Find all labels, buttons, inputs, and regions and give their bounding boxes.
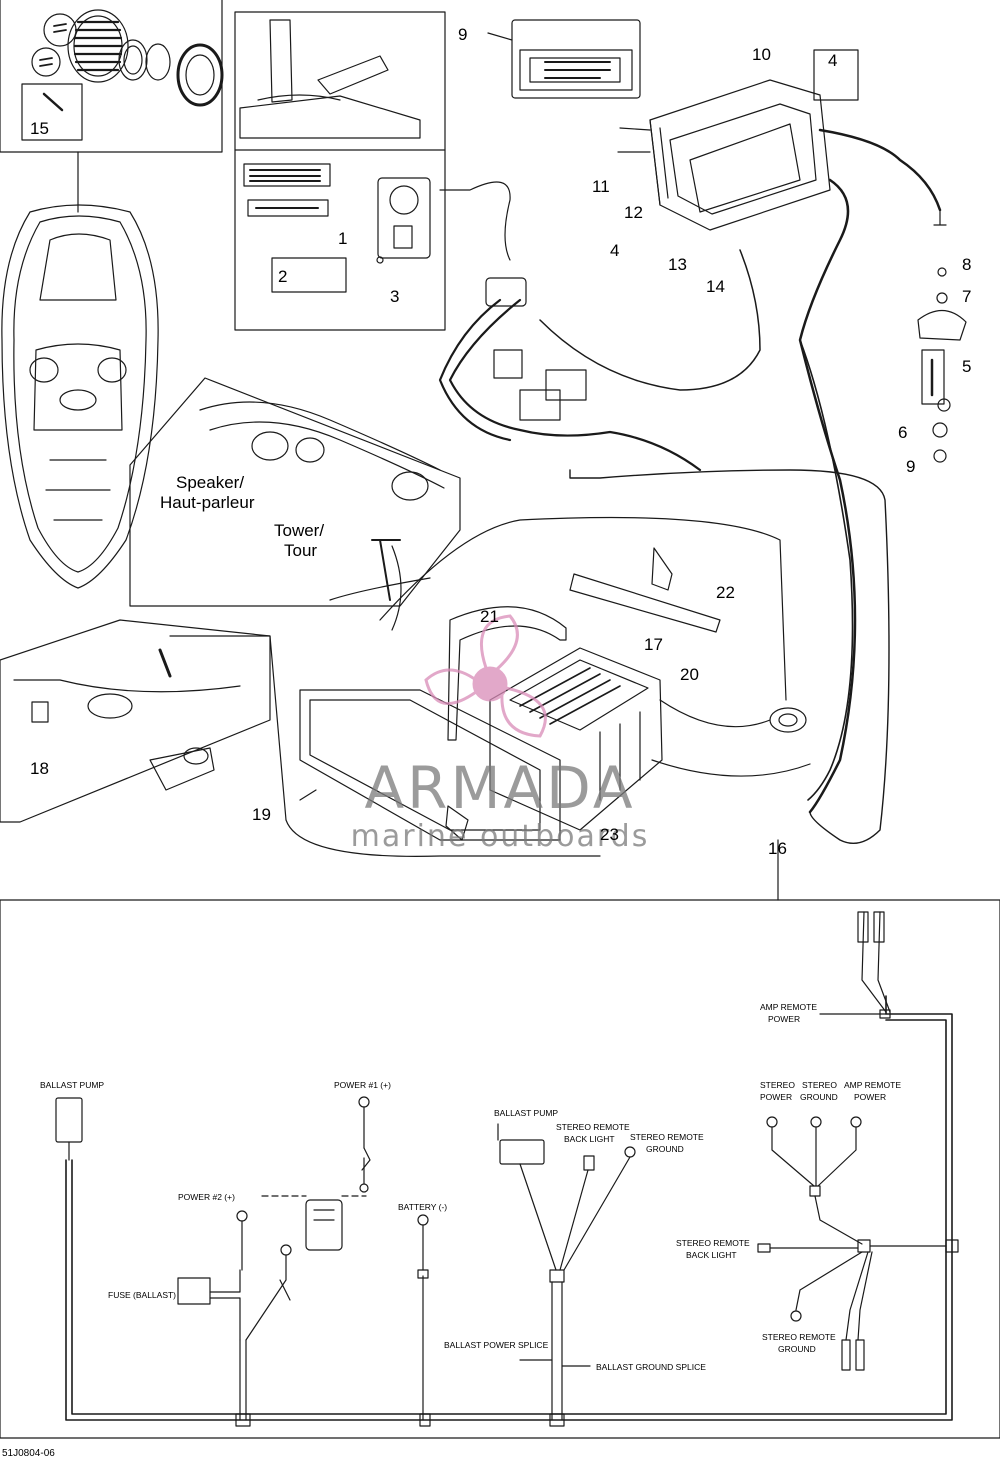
- label-stereo-remote-back-light-2: BACK LIGHT: [564, 1134, 615, 1144]
- label-amp-remote-power-2: POWER: [768, 1014, 800, 1024]
- label-ballast-power-splice: BALLAST POWER SPLICE: [444, 1340, 549, 1350]
- label-stereo-ground-1: STEREO: [802, 1080, 837, 1090]
- callout-18: 18: [30, 759, 49, 778]
- callout-10: 9: [458, 25, 467, 44]
- label-ballast-pump-mid: BALLAST PUMP: [494, 1108, 558, 1118]
- label-ballast-pump-left: BALLAST PUMP: [40, 1080, 104, 1090]
- label-ballast-ground-splice: BALLAST GROUND SPLICE: [596, 1362, 706, 1372]
- callout-8: 6: [898, 423, 907, 442]
- label-stereo-remote-ground-1: STEREO REMOTE: [630, 1132, 704, 1142]
- callout-3: 3: [390, 287, 399, 306]
- tower-label-fr: Tour: [284, 541, 317, 560]
- label-stereo-remote-ground-b1: STEREO REMOTE: [762, 1332, 836, 1342]
- callout-23: 23: [600, 825, 619, 844]
- wiring-schematic: [0, 839, 1000, 1439]
- callout-14: 14: [706, 277, 725, 296]
- callout-19: 19: [252, 805, 271, 824]
- watermark-tagline: marine outboards: [351, 819, 650, 854]
- label-stereo-remote-back-light-b2: BACK LIGHT: [686, 1250, 737, 1260]
- amplifier: [285, 516, 811, 857]
- speaker-inset: [0, 0, 224, 153]
- label-amp-remote-power-b2: POWER: [854, 1092, 886, 1102]
- callouts: 15 1 2 3 9 10 4 11 12 4 13 14 8 7 5 6 9 …: [30, 25, 971, 858]
- callout-7: 8: [962, 255, 971, 274]
- callout-2: 2: [278, 267, 287, 286]
- callout-16: 16: [768, 839, 787, 858]
- callout-11: 10: [752, 45, 771, 64]
- main-wiring-harness: [438, 128, 947, 844]
- label-stereo-remote-back-light-1: STEREO REMOTE: [556, 1122, 630, 1132]
- drawing-code: 51J0804-06: [2, 1448, 55, 1459]
- stereo-head-unit: [487, 19, 641, 99]
- label-power2: POWER #2 (+): [178, 1192, 235, 1202]
- watermark-logo-icon: [424, 614, 547, 738]
- callout-12: 11: [592, 177, 610, 196]
- label-stereo-ground-2: GROUND: [800, 1092, 838, 1102]
- speaker-label: Speaker/: [176, 473, 244, 492]
- callout-13b: 13: [668, 255, 687, 274]
- callout-6: 7: [962, 287, 971, 306]
- speaker-label-fr: Haut-parleur: [160, 493, 255, 512]
- callout-4b: 4: [610, 241, 619, 260]
- label-stereo-remote-ground-2: GROUND: [646, 1144, 684, 1154]
- bracket-assembly: [917, 267, 967, 463]
- callout-4a: 4: [828, 51, 837, 70]
- label-stereo-remote-ground-b2: GROUND: [778, 1344, 816, 1354]
- switch-panel-inset: [0, 619, 287, 823]
- watermark: ARMADA marine outboards: [351, 614, 650, 854]
- tower-speaker-inset: [129, 377, 461, 631]
- callout-5: 5: [962, 357, 971, 376]
- inset-labels: Speaker/ Haut-parleur Tower/ Tour: [160, 473, 324, 560]
- stereo-housing: [617, 49, 859, 231]
- callout-22: 22: [716, 583, 735, 602]
- callout-15: 15: [30, 119, 49, 138]
- label-stereo-power-1: STEREO: [760, 1080, 795, 1090]
- stereo-remote-inset: [234, 11, 446, 331]
- label-amp-remote-power-1: AMP REMOTE: [760, 1002, 817, 1012]
- callout-17: 17: [644, 635, 663, 654]
- schematic-labels: BALLAST PUMP POWER #1 (+) POWER #2 (+) B…: [40, 1002, 901, 1372]
- boat-top-view: [1, 151, 159, 589]
- label-fuse: FUSE (BALLAST): [108, 1290, 176, 1300]
- callout-1: 1: [338, 229, 347, 248]
- tower-label: Tower/: [274, 521, 324, 540]
- callout-20: 20: [680, 665, 699, 684]
- label-amp-remote-power-b1: AMP REMOTE: [844, 1080, 901, 1090]
- callout-21: 21: [480, 607, 499, 626]
- label-stereo-remote-back-light-b1: STEREO REMOTE: [676, 1238, 750, 1248]
- label-power1: POWER #1 (+): [334, 1080, 391, 1090]
- label-battery: BATTERY (-): [398, 1202, 447, 1212]
- watermark-brand: ARMADA: [364, 754, 635, 822]
- callout-13a: 12: [624, 203, 643, 222]
- label-stereo-power-2: POWER: [760, 1092, 792, 1102]
- callout-9: 9: [906, 457, 915, 476]
